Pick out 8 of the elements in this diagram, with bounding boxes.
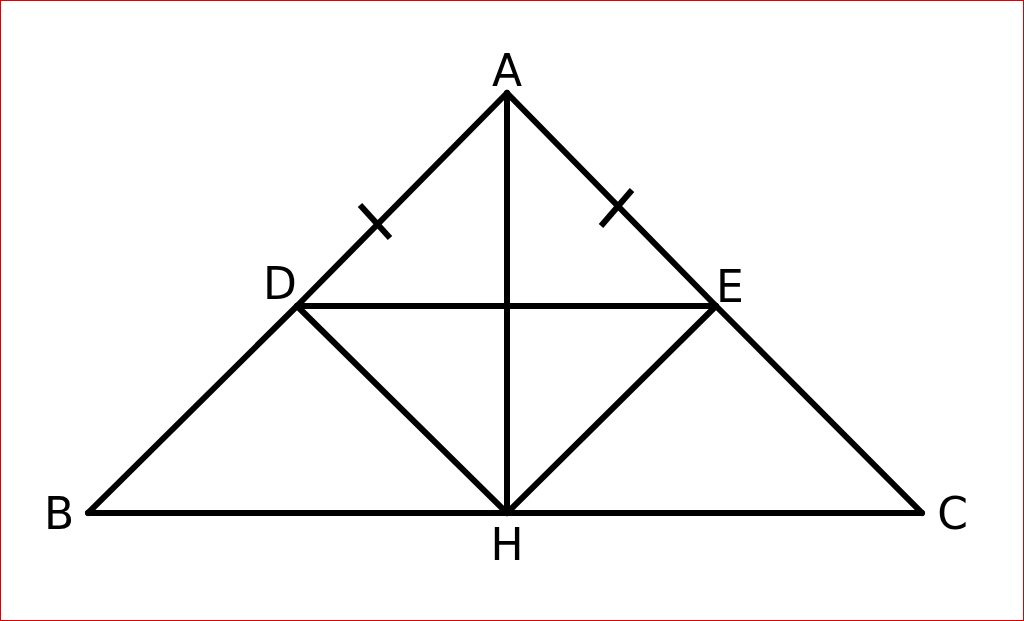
vertex-label: H [490, 523, 524, 567]
vertex-label: A [491, 49, 523, 93]
vertex-label: B [44, 492, 75, 536]
line-segment [294, 303, 510, 516]
vertex-label: D [263, 262, 297, 306]
vertex-label: E [716, 265, 744, 309]
vertex-label: C [937, 492, 968, 536]
line-segment [504, 303, 719, 516]
